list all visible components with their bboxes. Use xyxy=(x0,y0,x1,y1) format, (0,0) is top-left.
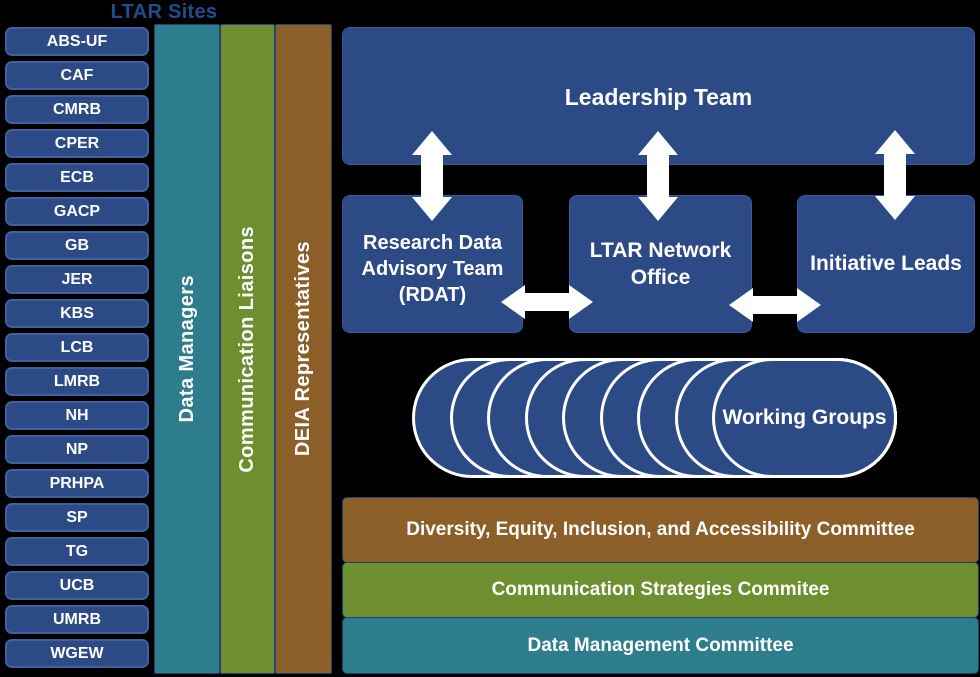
site-box: UCB xyxy=(5,571,149,600)
working-groups-stack: Working Groups xyxy=(412,358,897,478)
rdat-label: Research Data Advisory Team (RDAT) xyxy=(361,232,504,306)
leadership-team-label: Leadership Team xyxy=(564,84,753,110)
site-box: NH xyxy=(5,401,149,430)
role-bar-label: DEIA Representatives xyxy=(292,241,314,457)
initiative-leads-label: Initiative Leads xyxy=(810,252,962,275)
sites-panel-title: LTAR Sites xyxy=(110,1,218,23)
site-box: LMRB xyxy=(5,367,149,396)
data-management-committee-bar: Data Management Committee xyxy=(342,617,979,674)
site-box: JER xyxy=(5,265,149,294)
site-box: SP xyxy=(5,503,149,532)
site-box: GB xyxy=(5,231,149,260)
site-box: LCB xyxy=(5,333,149,362)
site-box: NP xyxy=(5,435,149,464)
deia-committee-bar: Diversity, Equity, Inclusion, and Access… xyxy=(342,497,979,563)
leadership-rdat-double-arrow-icon xyxy=(412,131,452,221)
role-bar-data-managers: Data Managers xyxy=(154,24,220,674)
initiative-leads-box: Initiative Leads xyxy=(797,195,975,333)
site-box: CPER xyxy=(5,129,149,158)
site-box: UMRB xyxy=(5,605,149,634)
site-box: KBS xyxy=(5,299,149,328)
site-box: CMRB xyxy=(5,95,149,124)
site-box: CAF xyxy=(5,61,149,90)
network-office-initiative-leads-double-arrow-icon xyxy=(729,288,821,322)
site-box: GACP xyxy=(5,197,149,226)
site-box: PRHPA xyxy=(5,469,149,498)
site-box: ABS-UF xyxy=(5,27,149,56)
data-management-committee-label: Data Management Committee xyxy=(527,634,794,656)
site-box: TG xyxy=(5,537,149,566)
communication-strategies-committee-bar: Communication Strategies Commitee xyxy=(342,562,979,618)
communication-strategies-committee-label: Communication Strategies Commitee xyxy=(491,579,830,600)
deia-committee-label: Diversity, Equity, Inclusion, and Access… xyxy=(406,519,915,540)
leadership-initiative-leads-double-arrow-icon xyxy=(875,130,915,220)
working-groups-capsule: Working Groups xyxy=(712,358,897,478)
role-bar-deia-representatives: DEIA Representatives xyxy=(275,24,332,674)
leadership-network-office-double-arrow-icon xyxy=(638,131,678,221)
network-office-label: LTAR Network Office xyxy=(589,238,732,289)
sites-list: ABS-UF CAF CMRB CPER ECB GACP GB JER KBS… xyxy=(5,27,149,668)
role-bar-label: Communication Liaisons xyxy=(236,225,258,473)
role-bar-communication-liaisons: Communication Liaisons xyxy=(220,24,275,674)
rdat-network-office-double-arrow-icon xyxy=(501,285,593,319)
working-groups-label: Working Groups xyxy=(722,406,887,429)
site-box: ECB xyxy=(5,163,149,192)
site-box: WGEW xyxy=(5,639,149,668)
role-bar-label: Data Managers xyxy=(175,275,198,423)
